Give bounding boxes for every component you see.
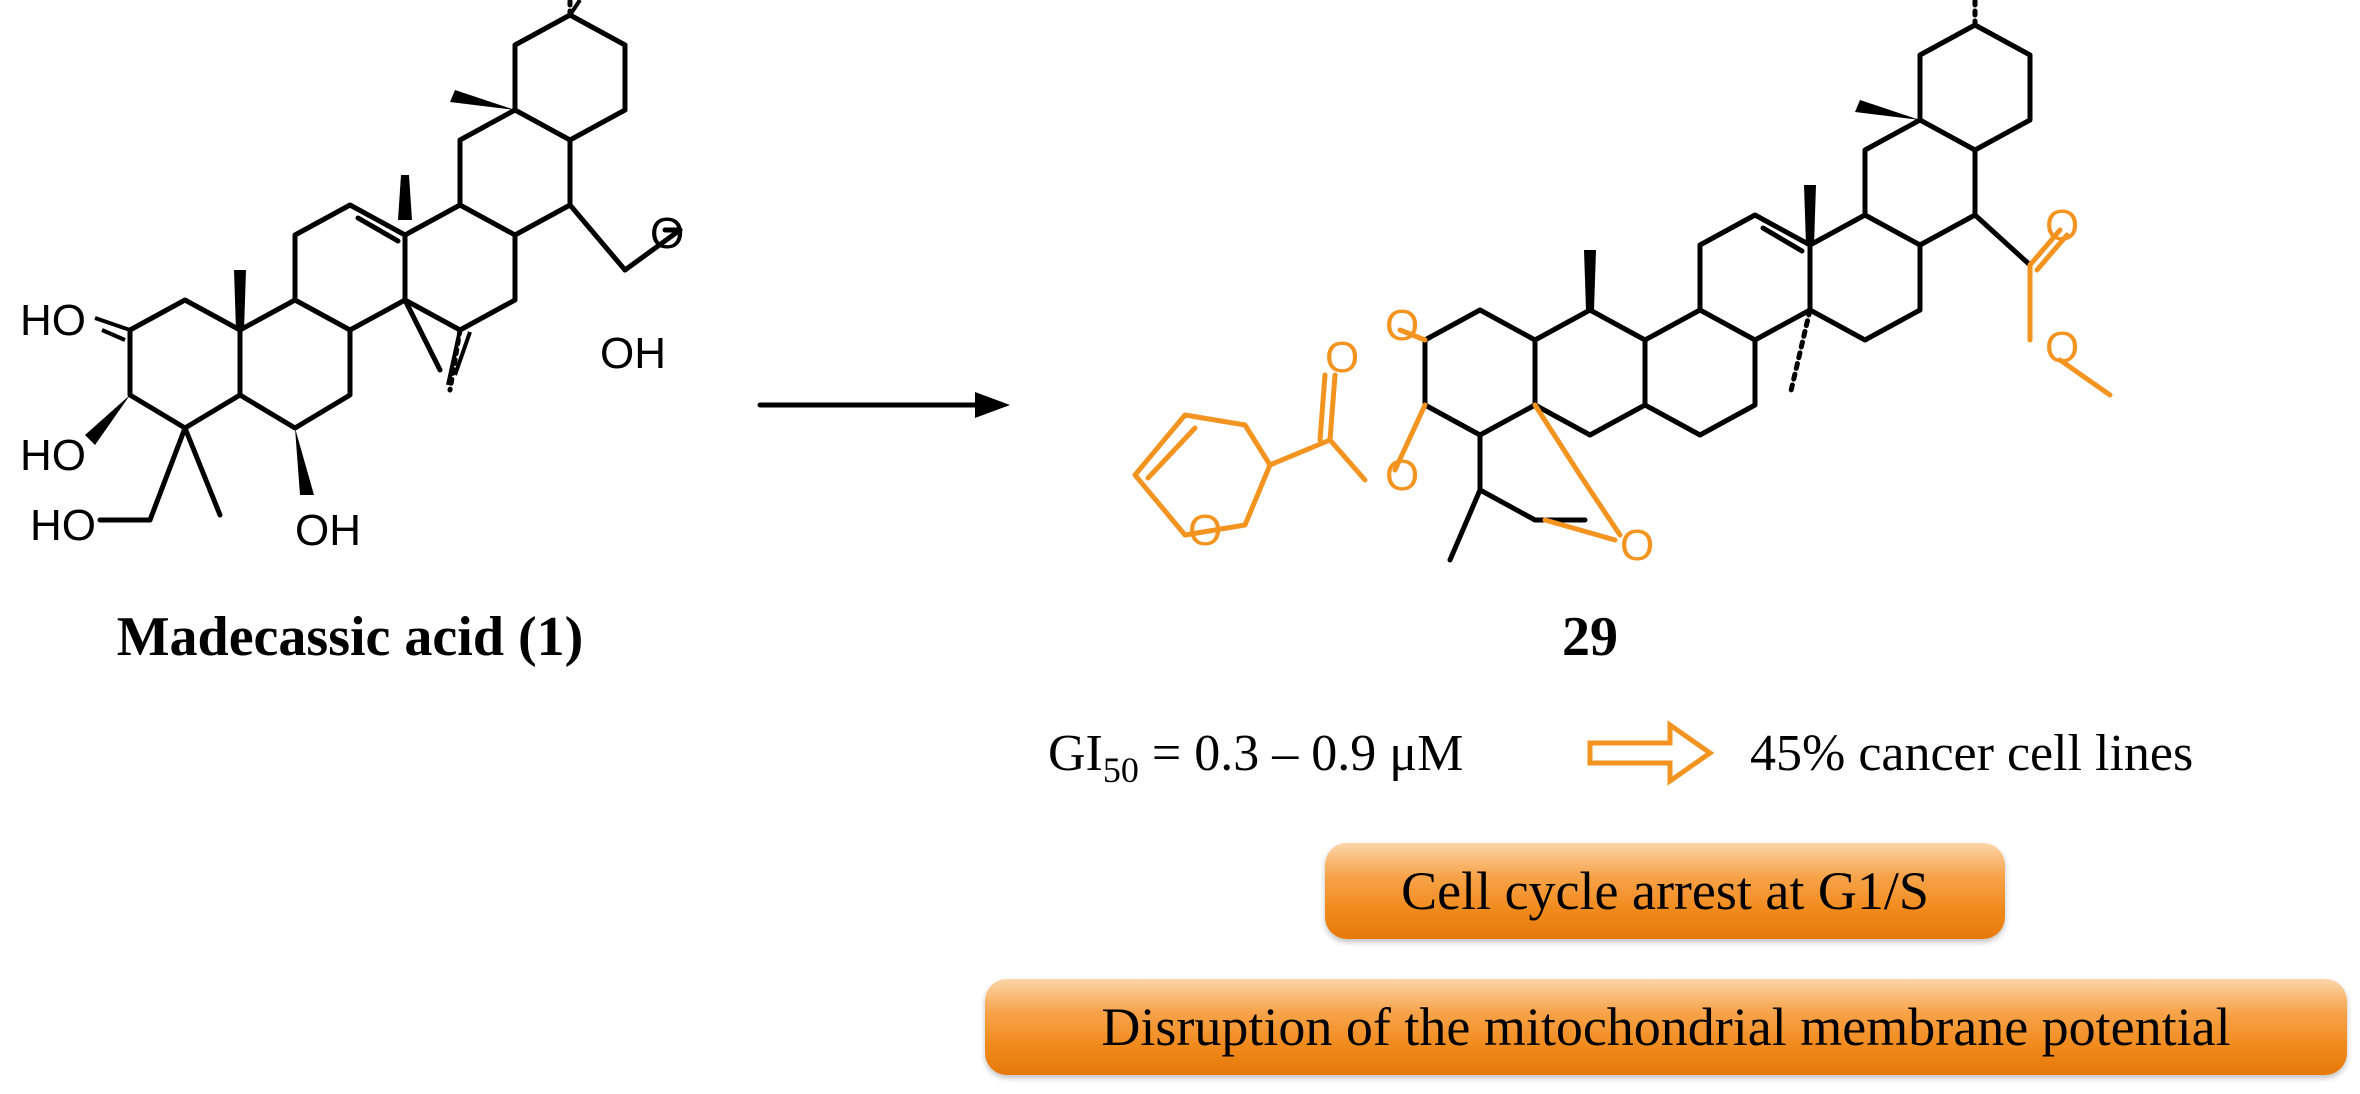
o-label-carbonyl: O bbox=[1325, 333, 1359, 382]
mechanism-label-2: Disruption of the mitochondrial membrane… bbox=[1101, 997, 2231, 1057]
o-label-furan: O bbox=[1188, 506, 1222, 555]
o-label-ketone: O bbox=[1385, 301, 1419, 350]
ho-label-23: HO bbox=[30, 501, 96, 550]
reactant-name: Madecassic acid (1) bbox=[117, 606, 584, 668]
gi-value: = 0.3 – 0.9 μM bbox=[1139, 725, 1463, 782]
gi-subscript: 50 bbox=[1103, 750, 1139, 790]
product-structure: O O O O O O O 29 bbox=[1132, 0, 2113, 668]
activity-line: GI50 = 0.3 – 0.9 μM 45% cancer cell line… bbox=[1048, 720, 2193, 790]
mechanism-box-2: Disruption of the mitochondrial membrane… bbox=[985, 979, 2347, 1075]
ho-label-3: HO bbox=[20, 431, 86, 480]
gi-label: GI50 = 0.3 – 0.9 μM bbox=[1048, 725, 1463, 790]
gi-prefix: GI bbox=[1048, 725, 1103, 782]
activity-result: 45% cancer cell lines bbox=[1750, 725, 2193, 782]
o-label-ester: O bbox=[1385, 451, 1419, 500]
oh-label-acid: OH bbox=[600, 329, 666, 378]
reaction-arrow bbox=[757, 392, 1010, 418]
product-name: 29 bbox=[1562, 606, 1618, 668]
o-label-acid-carbonyl: O bbox=[2045, 201, 2079, 250]
o-label-ring: O bbox=[1620, 521, 1654, 570]
mechanism-label-1: Cell cycle arrest at G1/S bbox=[1401, 861, 1929, 921]
ho-label-2: HO bbox=[20, 296, 86, 345]
o-label-methoxy: O bbox=[2045, 323, 2079, 372]
right-arrow-icon bbox=[1587, 720, 1715, 786]
o-label-acid: O bbox=[650, 209, 684, 258]
reactant-structure: HO HO HO OH OH O Madecassic acid (1) bbox=[20, 0, 684, 668]
mechanism-box-1: Cell cycle arrest at G1/S bbox=[1325, 843, 2005, 939]
oh-label-6: OH bbox=[295, 506, 361, 555]
